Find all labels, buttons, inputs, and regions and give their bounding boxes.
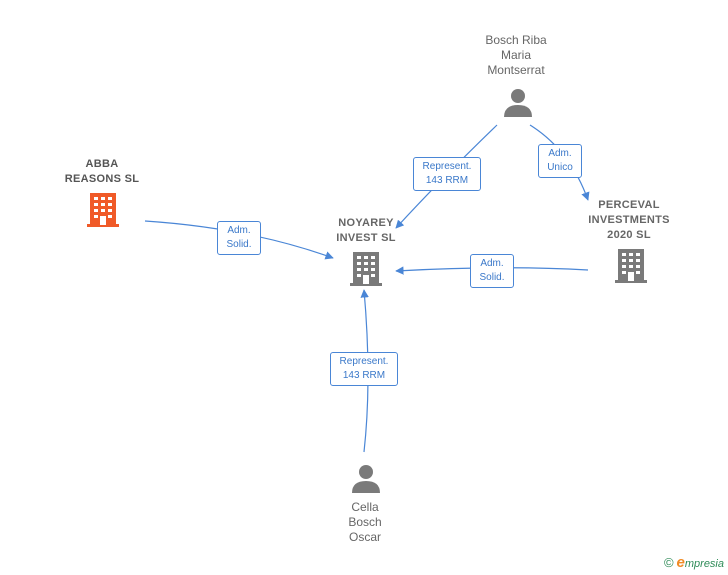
edge-label-bosch-perceval: Adm. Unico <box>538 144 582 178</box>
node-label-cella-bosch[interactable]: Cella Bosch Oscar <box>348 500 382 544</box>
node-label-bosch-riba[interactable]: Bosch Riba Maria Montserrat <box>485 33 547 77</box>
person-icon[interactable] <box>503 88 533 118</box>
edge-label-perceval-noyarey: Adm. Solid. <box>470 254 514 288</box>
building-icon[interactable] <box>350 252 382 286</box>
building-icon[interactable] <box>87 193 119 227</box>
edge-label-cella-noyarey: Represent. 143 RRM <box>330 352 398 386</box>
empresia-watermark[interactable]: © empresia <box>664 554 724 571</box>
node-label-noyarey-invest[interactable]: NOYAREY INVEST SL <box>336 217 396 244</box>
edge-label-abba-noyarey: Adm. Solid. <box>217 221 261 255</box>
edge-label-bosch-noyarey: Represent. 143 RRM <box>413 157 481 191</box>
person-icon[interactable] <box>351 464 381 494</box>
brand-logo: empresia <box>676 554 724 571</box>
copyright-symbol: © <box>663 555 674 570</box>
node-label-perceval-investments[interactable]: PERCEVAL INVESTMENTS 2020 SL <box>588 199 670 241</box>
node-label-abba-reasons[interactable]: ABBA REASONS SL <box>64 158 140 185</box>
building-icon[interactable] <box>615 249 647 283</box>
